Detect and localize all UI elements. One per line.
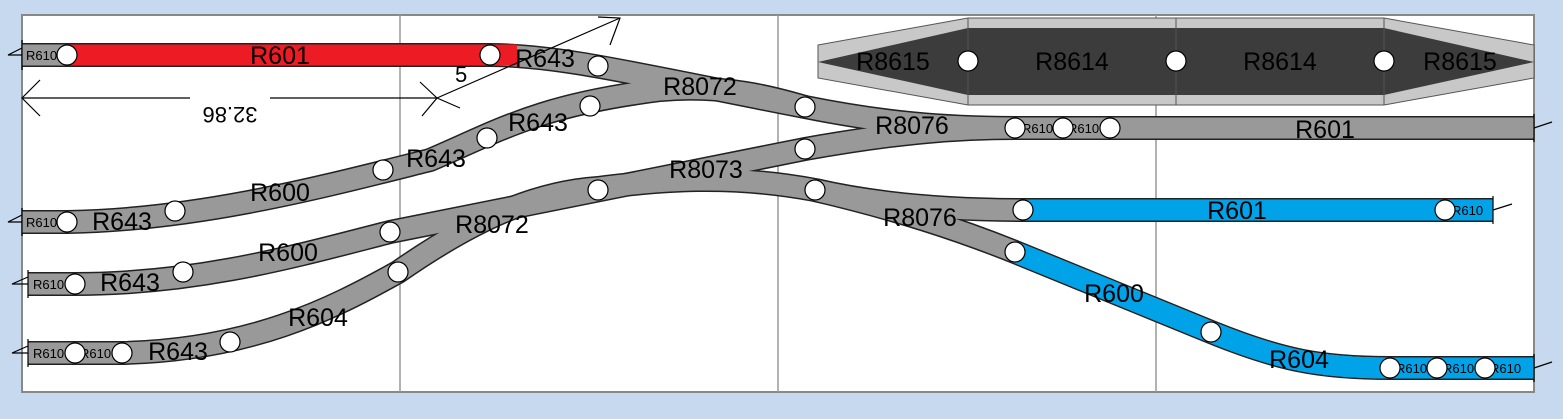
track-label: R610 xyxy=(80,346,111,361)
track-label: R600 xyxy=(1084,280,1144,308)
track-label: R600 xyxy=(258,239,318,267)
platform-label: R8615 xyxy=(856,48,930,76)
platform-label: R8614 xyxy=(1243,48,1317,76)
track-label: R610 xyxy=(1396,361,1427,376)
track-label: R643 xyxy=(100,269,160,297)
track-labels: R610 R601 R643 R8072 R8076 R610 R610 R60… xyxy=(26,42,1521,376)
track-label: R643 xyxy=(406,145,466,173)
track-label: R601 xyxy=(1295,116,1355,144)
track-label: R8073 xyxy=(669,156,743,184)
track-label: R643 xyxy=(92,208,152,236)
track-joints[interactable] xyxy=(56,44,1496,379)
track-label: R600 xyxy=(250,179,310,207)
track-label: R643 xyxy=(148,338,208,366)
platform-label: R8614 xyxy=(1035,48,1109,76)
dimension-partial: 5 xyxy=(455,62,467,87)
track-label: R610 xyxy=(33,277,64,292)
track-label: R643 xyxy=(508,109,568,137)
track-end-markers xyxy=(7,40,1553,382)
platform-label: R8615 xyxy=(1423,48,1497,76)
track-label: R610 xyxy=(1452,203,1483,218)
track-label: R610 xyxy=(26,215,57,230)
track-label: R8072 xyxy=(455,211,529,239)
track-label: R604 xyxy=(288,304,348,332)
track-label: R8076 xyxy=(883,204,957,232)
track-label: R610 xyxy=(1443,361,1474,376)
track-label: R8072 xyxy=(663,73,737,101)
selected-track-blue[interactable] xyxy=(1011,242,1534,379)
track-label: R610 xyxy=(1022,121,1053,136)
track-label: R610 xyxy=(26,48,57,63)
track-label: R601 xyxy=(1207,197,1267,225)
dimension-line xyxy=(21,16,621,117)
track-label: R8076 xyxy=(875,112,949,140)
track-label: R610 xyxy=(1068,121,1099,136)
track-label: R643 xyxy=(515,45,575,73)
dimension-value: 32.86 xyxy=(202,102,257,127)
track-label: R610 xyxy=(33,346,64,361)
track-label: R604 xyxy=(1269,346,1329,374)
track-label: R601 xyxy=(250,42,310,70)
track-label: R610 xyxy=(1490,361,1521,376)
